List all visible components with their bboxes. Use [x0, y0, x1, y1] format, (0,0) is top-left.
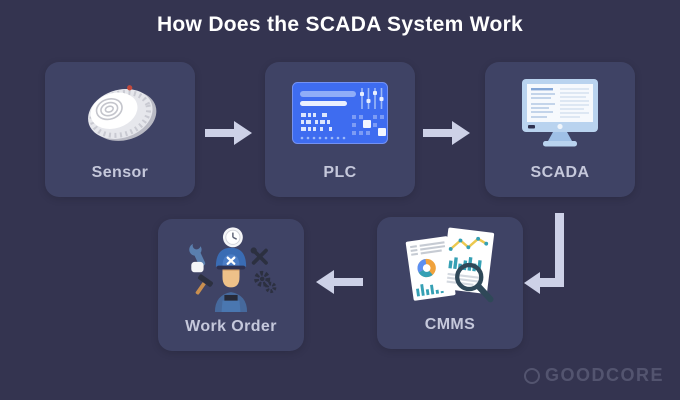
goodcore-watermark: GOODCORE	[523, 365, 664, 386]
node-work-order: Work Order	[158, 219, 304, 351]
smoke-detector-icon	[45, 68, 195, 157]
arrow-right-plc-to-scada	[423, 121, 470, 145]
plc-board-icon	[265, 68, 415, 157]
node-work-order-label: Work Order	[185, 318, 277, 335]
arrow-right-sensor-to-plc	[205, 121, 252, 145]
arrow-down-left-scada-to-cmms	[524, 213, 564, 294]
goodcore-logo-icon	[523, 367, 540, 384]
node-cmms: CMMS	[377, 217, 523, 349]
arrow-left-cmms-to-work-order	[316, 270, 363, 294]
cmms-reports-icon	[377, 223, 523, 309]
page-title: How Does the SCADA System Work	[156, 13, 524, 36]
monitor-icon	[485, 68, 635, 157]
node-scada: SCADA	[485, 62, 635, 197]
node-plc-label: PLC	[323, 164, 357, 181]
maintenance-worker-icon	[158, 225, 304, 312]
node-plc: PLC	[265, 62, 415, 197]
goodcore-watermark-text: GOODCORE	[544, 365, 664, 385]
node-sensor: Sensor	[45, 62, 195, 197]
node-scada-label: SCADA	[530, 164, 590, 181]
node-sensor-label: Sensor	[91, 164, 149, 181]
node-cmms-label: CMMS	[424, 316, 476, 333]
